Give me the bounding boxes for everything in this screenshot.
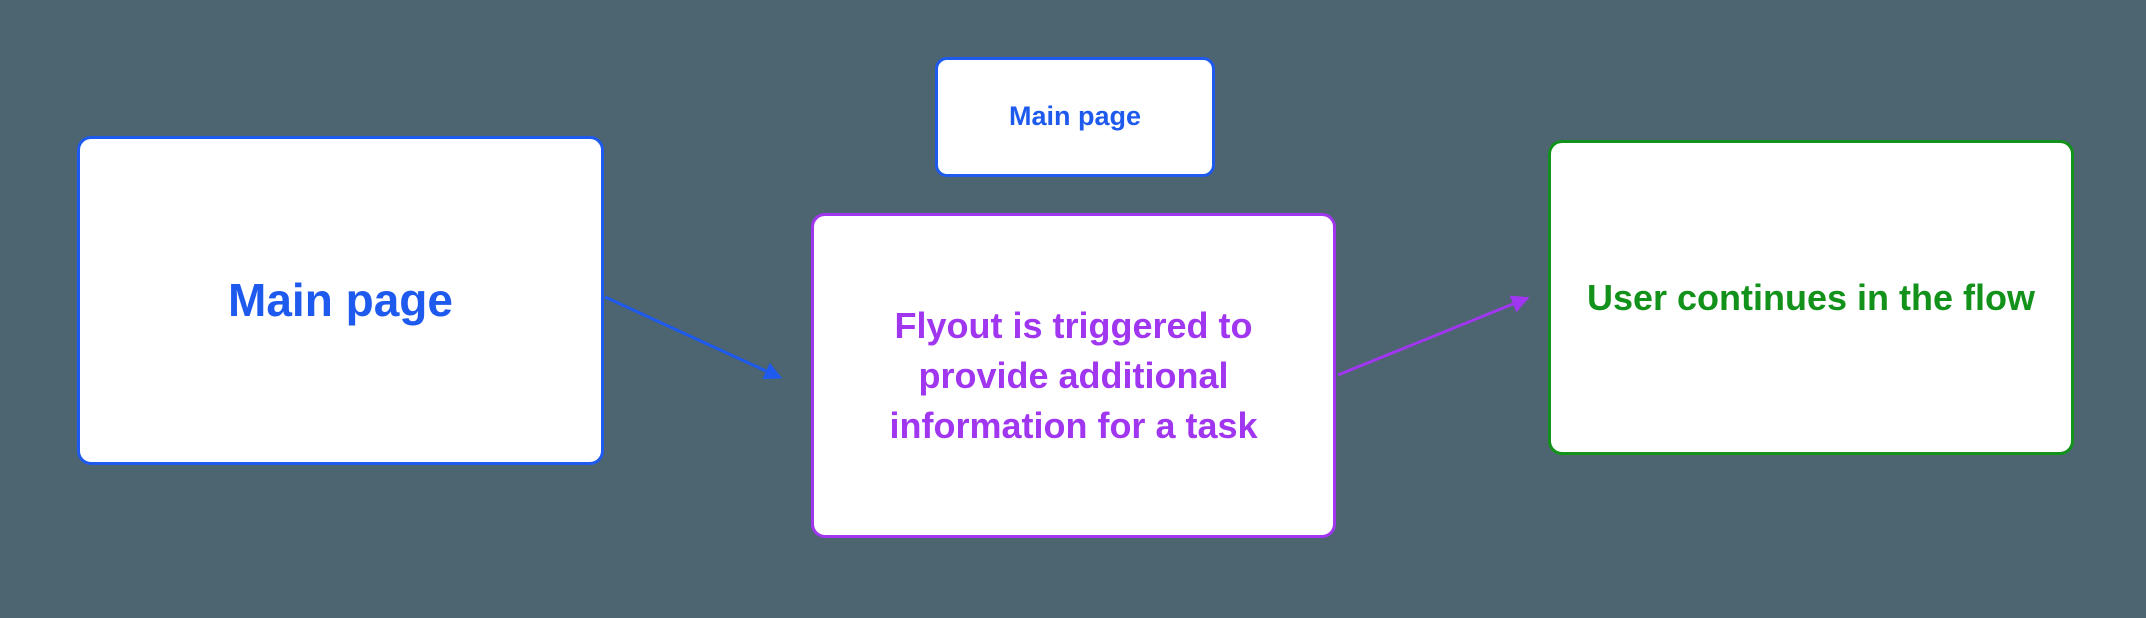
node-outcome: User continues in the flow bbox=[1548, 140, 2074, 455]
node-main-page-mini-label: Main page bbox=[1008, 101, 1142, 132]
node-main-page-mini: Main page bbox=[935, 57, 1215, 177]
node-main-page: Main page bbox=[77, 136, 604, 465]
node-flyout: Flyout is triggered to provide additiona… bbox=[811, 213, 1336, 538]
arrow-main-to-flyout bbox=[604, 295, 783, 380]
node-outcome-label: User continues in the flow bbox=[1586, 276, 2036, 318]
node-main-page-label: Main page bbox=[228, 274, 453, 327]
node-flyout-label: Flyout is triggered to provide additiona… bbox=[889, 304, 1258, 446]
arrow-flyout-to-outcome bbox=[1337, 295, 1530, 377]
